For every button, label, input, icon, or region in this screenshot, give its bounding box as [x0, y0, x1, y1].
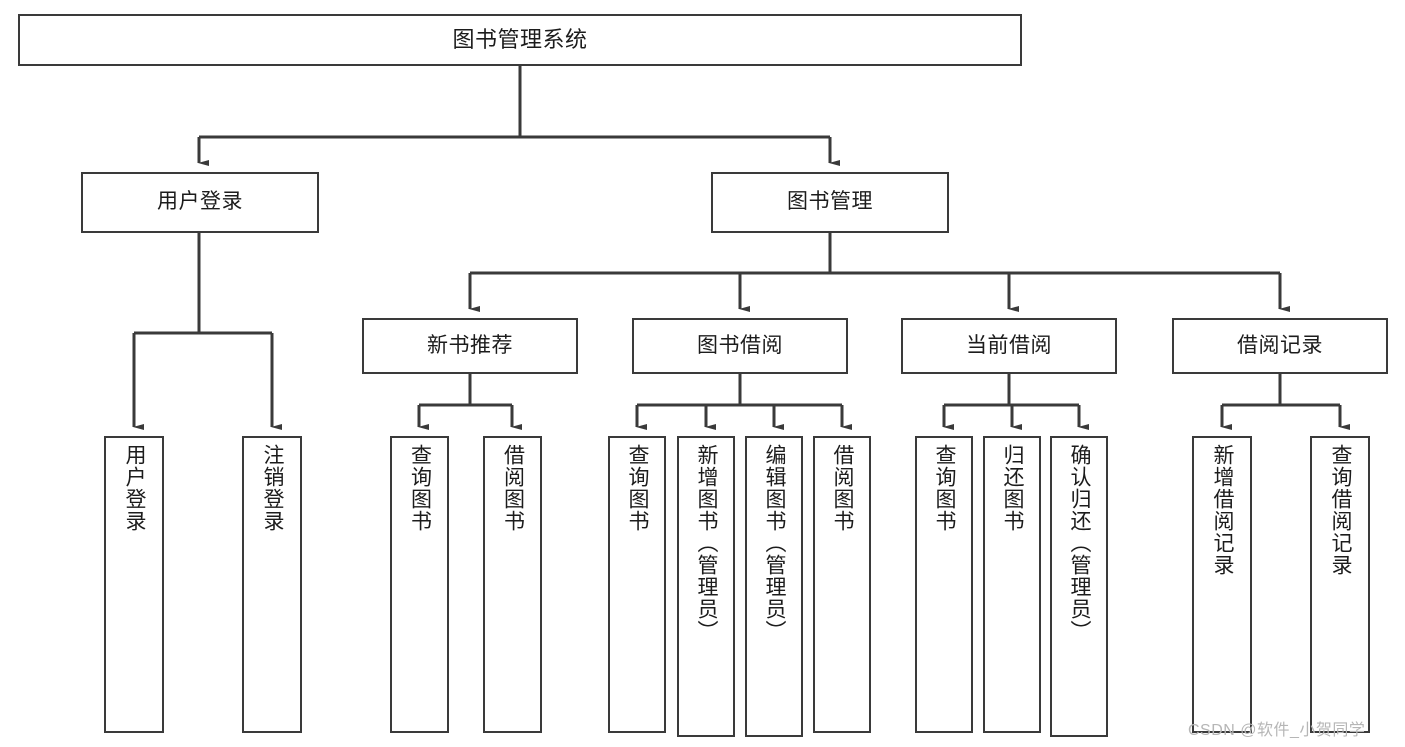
leaf-user-login[interactable]: 用户登录	[104, 436, 164, 733]
leaf-query-book-borrow[interactable]: 查询图书	[608, 436, 666, 733]
leaf-edit-book-admin-label: 编辑图书（管理员）	[763, 444, 787, 642]
leaf-borrow-book-borrow[interactable]: 借阅图书	[813, 436, 871, 733]
csdn-watermark: CSDN @软件_小贺同学	[1188, 722, 1366, 739]
leaf-confirm-return-admin[interactable]: 确认归还（管理员）	[1050, 436, 1108, 737]
node-current-borrow-label: 当前借阅	[966, 333, 1052, 357]
leaf-confirm-return-admin-label: 确认归还（管理员）	[1068, 444, 1092, 642]
leaf-add-book-admin-label: 新增图书（管理员）	[695, 444, 719, 642]
leaf-add-borrow-record-label: 新增借阅记录	[1211, 444, 1235, 576]
leaf-query-book-current[interactable]: 查询图书	[915, 436, 973, 733]
node-new-book-recommend[interactable]: 新书推荐	[362, 318, 578, 374]
node-root-label: 图书管理系统	[452, 27, 588, 53]
leaf-query-book-newbook[interactable]: 查询图书	[390, 436, 449, 733]
node-user-login-label: 用户登录	[157, 190, 243, 214]
leaf-return-book-label: 归还图书	[1001, 444, 1025, 532]
node-book-management-label: 图书管理	[787, 190, 873, 214]
leaf-query-book-current-label: 查询图书	[933, 444, 957, 532]
node-borrow-record-label: 借阅记录	[1237, 333, 1323, 357]
leaf-add-book-admin[interactable]: 新增图书（管理员）	[677, 436, 735, 737]
leaf-return-book[interactable]: 归还图书	[983, 436, 1041, 733]
leaf-query-book-newbook-label: 查询图书	[408, 444, 432, 532]
node-root[interactable]: 图书管理系统	[18, 14, 1022, 66]
leaf-borrow-book-borrow-label: 借阅图书	[831, 444, 855, 532]
leaf-user-login-label: 用户登录	[123, 444, 147, 532]
node-new-book-recommend-label: 新书推荐	[427, 333, 513, 357]
leaf-logout-login[interactable]: 注销登录	[242, 436, 302, 733]
leaf-borrow-book-newbook-label: 借阅图书	[501, 444, 525, 532]
node-book-borrow-label: 图书借阅	[697, 333, 783, 357]
leaf-query-borrow-record-label: 查询借阅记录	[1329, 444, 1353, 576]
node-book-borrow[interactable]: 图书借阅	[632, 318, 848, 374]
node-user-login[interactable]: 用户登录	[81, 172, 319, 233]
leaf-borrow-book-newbook[interactable]: 借阅图书	[483, 436, 542, 733]
leaf-query-borrow-record[interactable]: 查询借阅记录	[1310, 436, 1370, 733]
leaf-query-book-borrow-label: 查询图书	[626, 444, 650, 532]
node-current-borrow[interactable]: 当前借阅	[901, 318, 1117, 374]
node-borrow-record[interactable]: 借阅记录	[1172, 318, 1388, 374]
node-book-management[interactable]: 图书管理	[711, 172, 949, 233]
leaf-edit-book-admin[interactable]: 编辑图书（管理员）	[745, 436, 803, 737]
leaf-logout-login-label: 注销登录	[261, 444, 285, 532]
leaf-add-borrow-record[interactable]: 新增借阅记录	[1192, 436, 1252, 733]
